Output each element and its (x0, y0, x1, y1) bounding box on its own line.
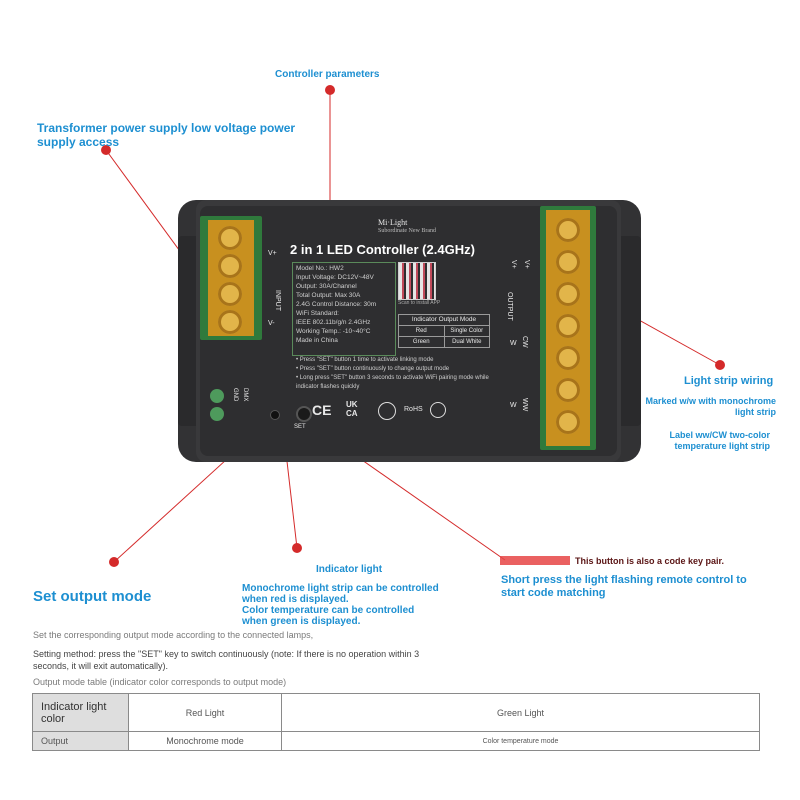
spec-box (292, 262, 396, 356)
output-terminal-label: V+ (510, 260, 517, 269)
spec-item: WiFi Standard: (296, 310, 339, 317)
indicator-output-title: Indicator Output Mode (399, 315, 489, 326)
output-terminal-label: WW (521, 398, 528, 412)
device-brand-sub: Subordinate New Brand (378, 228, 436, 234)
table-row: Indicator light color Red Light Green Li… (32, 692, 760, 733)
output-terminal-label: CW (521, 336, 528, 348)
device-brand: Mi·Light (378, 218, 408, 227)
callout-indicator-desc-red: Monochrome light strip can be controlled… (242, 583, 439, 605)
input-terminal-block (200, 216, 262, 340)
wifi-icon (430, 402, 446, 418)
output-terminal-label: W (510, 402, 517, 409)
ce-mark-icon: CE (312, 402, 332, 418)
screw-icon (218, 310, 242, 334)
callout-short-press: Short press the light flashing remote co… (501, 574, 747, 599)
screw-icon (556, 250, 580, 274)
section-line-1: Set the corresponding output mode accord… (33, 630, 314, 640)
list-item: • Press "SET" button continuously to cha… (296, 366, 450, 372)
callout-label-wwcw: Label ww/CW two-color temperature light … (669, 430, 771, 451)
marker-transformer (101, 145, 111, 155)
table-header-label: Indicator light color (32, 692, 129, 733)
callout-transformer-supply: Transformer power supply low voltage pow… (37, 121, 296, 149)
section-table-caption: Output mode table (indicator color corre… (33, 677, 287, 687)
screw-icon (556, 346, 580, 370)
spec-item: Made in China (296, 337, 338, 344)
screw-icon (218, 226, 242, 250)
spec-item: Output: 30A/Channel (296, 283, 357, 290)
indicator-cell-dual: Dual White (452, 339, 482, 345)
dmx-connector (208, 387, 226, 427)
table-color-red: Red Light (128, 692, 282, 733)
ukca-mark-icon: UK CA (346, 400, 358, 418)
spec-item: Working Temp.: -10~40°C (296, 328, 371, 335)
marker-code-button (500, 556, 570, 565)
callout-code-key-pair: This button is also a code key pair. (575, 556, 725, 566)
instruction-list: • Press "SET" button 1 time to activate … (296, 356, 501, 392)
callout-light-strip-wiring: Light strip wiring (684, 375, 774, 387)
screw-icon (218, 254, 242, 278)
input-terminal-label-vminus: V- (268, 320, 275, 327)
small-label-dmx: DMX (242, 388, 248, 402)
spec-item: 2.4G Control Distance: 30m (296, 301, 377, 308)
output-terminal-block (540, 206, 596, 450)
callout-marked-ww: Marked w/w with monochrome light strip (645, 396, 776, 417)
rohs-mark-icon: RoHS (404, 406, 423, 413)
set-label: SET (294, 424, 306, 430)
output-mode-table: Indicator light color Red Light Green Li… (32, 692, 760, 751)
output-terminal-label: V+ (523, 260, 530, 269)
device-title: 2 in 1 LED Controller (2.4GHz) (290, 242, 475, 257)
table-mode-color-temp: Color temperature mode (281, 731, 760, 751)
screw-icon (556, 282, 580, 306)
table-row-label: Output (32, 731, 129, 751)
table-row: Output Monochrome mode Color temperature… (32, 731, 760, 751)
screw-icon (556, 218, 580, 242)
screw-icon (556, 410, 580, 434)
table-color-green: Green Light (281, 692, 760, 733)
section-line-2: Setting method: press the "SET" key to s… (33, 649, 420, 671)
marker-controller-parameters (325, 85, 335, 95)
table-mode-monochrome: Monochrome mode (128, 731, 282, 751)
indicator-cell-single: Single Color (450, 328, 484, 334)
spec-item: Model No.: HW2 (296, 265, 344, 272)
section-title: Set output mode (33, 588, 152, 605)
qr-code (398, 262, 436, 300)
spec-item: Total Output: Max 30A (296, 292, 361, 299)
spec-list: Model No.: HW2 Input Voltage: DC12V~48V … (296, 264, 376, 345)
marker-strip-wiring (715, 360, 725, 370)
indicator-cell-green: Green (399, 337, 445, 347)
indicator-cell-red: Red (399, 326, 445, 336)
screw-icon (218, 282, 242, 306)
marker-indicator (292, 543, 302, 553)
input-label: INPUT (274, 290, 281, 311)
list-item: • Press "SET" button 1 time to activate … (296, 357, 434, 363)
set-button[interactable] (296, 406, 312, 422)
recycle-icon (378, 402, 396, 420)
spec-item: Input Voltage: DC12V~48V (296, 274, 374, 281)
controller-device: V+ V- INPUT GND DMX Mi·Light Subordinate… (178, 192, 641, 470)
qr-caption: Scan to install APP (398, 300, 441, 306)
spec-item: IEEE 802.11b/g/n 2.4GHz (296, 319, 371, 326)
screw-icon (556, 378, 580, 402)
callout-indicator-light: Indicator light (316, 564, 383, 575)
controller-body (178, 200, 641, 462)
marker-set-mode (109, 557, 119, 567)
input-terminal-label-vplus: V+ (268, 250, 277, 257)
output-label: OUTPUT (506, 292, 513, 321)
indicator-output-table: Indicator Output Mode Red Single Color G… (398, 314, 490, 348)
list-item: • Long press "SET" button 3 seconds to a… (296, 375, 489, 390)
indicator-led (270, 410, 280, 420)
screw-icon (556, 314, 580, 338)
small-label-gnd: GND (232, 388, 238, 402)
output-terminal-label: W (510, 340, 517, 347)
callout-controller-parameters: Controller parameters (275, 69, 380, 80)
callout-indicator-desc-green: Color temperature can be controlled when… (242, 605, 415, 627)
